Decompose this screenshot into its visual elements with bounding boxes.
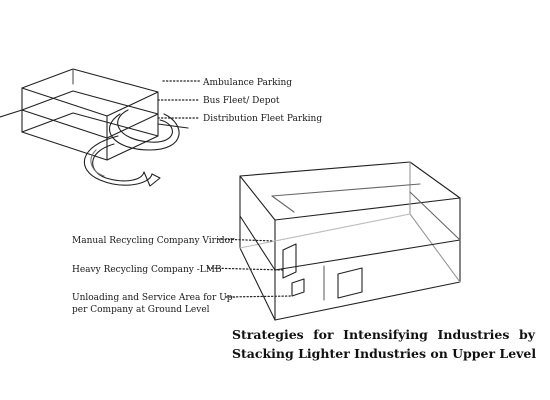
spiral-ramp-low-outer bbox=[83, 135, 153, 186]
ramp-exit-line bbox=[157, 123, 189, 129]
spiral-ramp-hatch-1 bbox=[90, 149, 105, 177]
label-unloading-line-2: per Company at Ground Level bbox=[72, 305, 210, 315]
loading-door bbox=[337, 267, 363, 299]
caption-line-2: Stacking Lighter Industries on Upper Lev… bbox=[232, 346, 537, 361]
spiral-ramp-top-inner bbox=[109, 113, 180, 151]
label-heavy-recycling: Heavy Recycling Company -LMB bbox=[72, 265, 222, 275]
label-distribution-fleet-parking: Distribution Fleet Parking bbox=[203, 114, 323, 124]
building-base-front bbox=[274, 281, 461, 321]
roof-divider-2 bbox=[271, 195, 295, 213]
building-roof bbox=[239, 161, 461, 221]
spiral-ramp-low-inner bbox=[92, 143, 145, 182]
building-hidden-back-base bbox=[409, 213, 461, 283]
small-unit-front bbox=[282, 243, 297, 279]
upper-floor-edge-left bbox=[239, 215, 276, 271]
roof-divider-1 bbox=[271, 183, 421, 197]
upper-floor-edge-right bbox=[409, 191, 461, 241]
building-base-left bbox=[239, 247, 276, 321]
label-manual-recycling: Manual Recycling Company Viridor bbox=[72, 236, 235, 246]
spiral-ramp-end bbox=[143, 171, 161, 187]
label-unloading-line-1: Unloading and Service Area for Up- bbox=[72, 293, 236, 303]
label-ambulance-parking: Ambulance Parking bbox=[203, 78, 293, 88]
leader-heavy-recycling bbox=[207, 267, 284, 271]
label-bus-fleet-depot: Bus Fleet/ Depot bbox=[203, 96, 280, 106]
small-unit-hatch bbox=[291, 278, 305, 297]
parking-level-slab-3 bbox=[21, 112, 159, 161]
upper-floor-edge-front bbox=[274, 239, 461, 271]
building-hidden-back-left bbox=[239, 213, 411, 249]
spiral-ramp-top-outer bbox=[117, 109, 173, 143]
leader-manual-recycling bbox=[217, 238, 274, 242]
caption-line-1: Strategies for Intensifying Industries b… bbox=[232, 327, 535, 342]
ground-line bbox=[0, 109, 23, 118]
leader-unloading-area bbox=[225, 295, 293, 298]
